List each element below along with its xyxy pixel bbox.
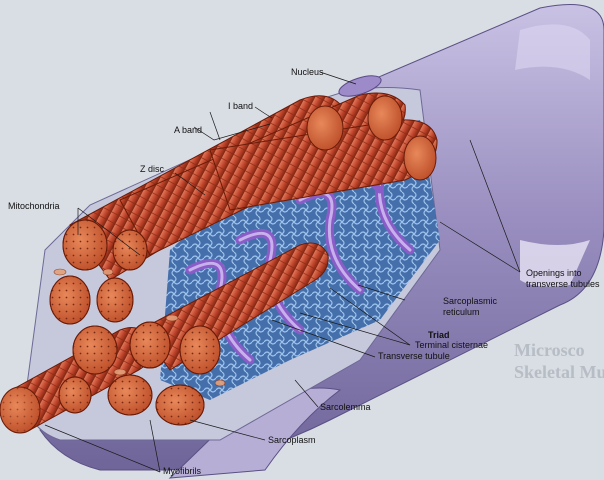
label-i-band: I band [228, 101, 254, 111]
mitochondria-bodies [53, 268, 226, 387]
label-nucleus: Nucleus [291, 67, 324, 77]
label-transverse-tubule: Transverse tubule [378, 351, 450, 361]
label-mitochondria: Mitochondria [8, 201, 60, 211]
label-myofibrils: Myofibrils [163, 466, 202, 476]
background-heading-1: Microsco [514, 340, 585, 360]
nucleus [338, 75, 382, 97]
label-sarcoplasmic-reticulum-line2: reticulum [443, 307, 480, 317]
background-heading-2: Skeletal Muscle [514, 362, 604, 382]
cross-section-ends [49, 219, 221, 426]
label-sarcoplasmic-reticulum-line1: Sarcoplasmic [443, 296, 498, 306]
label-sarcoplasm: Sarcoplasm [268, 435, 316, 445]
sarcolemma-highlight [515, 24, 590, 80]
label-a-band: A band [174, 125, 203, 135]
label-openings-line2: transverse tubules [526, 279, 600, 289]
label-z-disc: Z disc [140, 164, 165, 174]
sarcolemma-fold [520, 240, 590, 287]
label-sarcolemma: Sarcolemma [320, 402, 371, 412]
label-openings-line1: Openings into [526, 268, 582, 278]
label-triad: Triad [428, 330, 450, 340]
myofibril-end-2 [306, 105, 344, 151]
myofibril-end-4 [403, 135, 437, 181]
label-terminal-cisternae: Terminal cisternae [415, 340, 489, 350]
leader-lines [44, 71, 521, 473]
myofibril-end-3 [367, 95, 403, 141]
